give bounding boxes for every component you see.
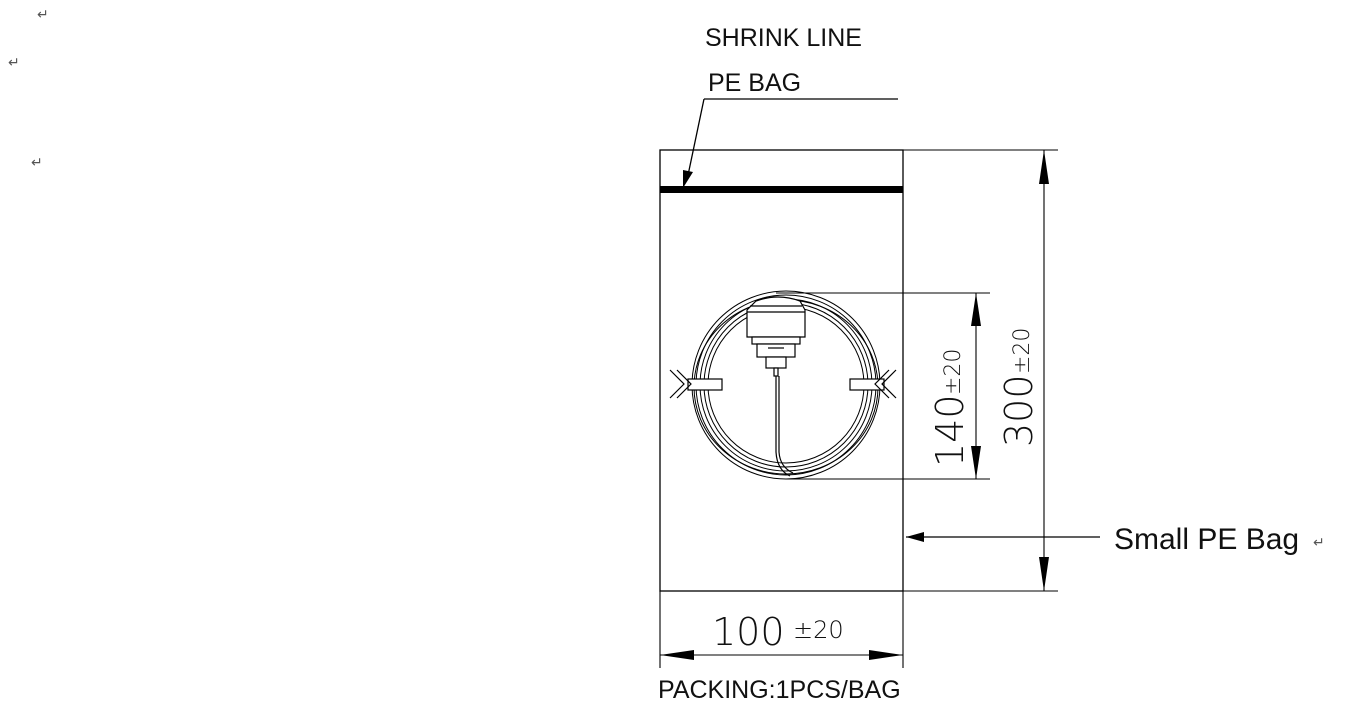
small-pe-bag-label: Small PE Bag [1114,523,1299,556]
pe-bag-leader [683,98,898,188]
height-dimension [903,149,1058,592]
width-dimension-value: 100 [712,610,785,654]
coil-dimension-value: 140 [928,394,972,467]
height-dimension-value: 300 [997,374,1041,447]
height-dimension-tolerance: ±20 [1010,328,1035,374]
pe-bag-label: PE BAG [708,69,801,97]
coil-dimension-tolerance: ±20 [941,349,966,395]
shrink-line [660,186,903,193]
small-pe-bag-paragraph-mark: ↵ [1313,535,1325,551]
shrink-line-label: SHRINK LINE [705,24,862,52]
paragraph-mark-1: ↵ [37,7,49,23]
coil-dimension [776,292,990,480]
left-cable-tie [669,369,723,399]
small-pe-bag-leader [906,532,1100,542]
bag-outline [659,149,904,592]
paragraph-mark-2: ↵ [8,55,20,71]
antenna-body [746,296,806,477]
paragraph-mark-3: ↵ [31,155,43,171]
width-dimension [659,591,904,668]
right-cable-tie [849,369,897,399]
packing-note: PACKING:1PCS/BAG [658,676,901,704]
width-dimension-tolerance: ±20 [793,616,844,644]
